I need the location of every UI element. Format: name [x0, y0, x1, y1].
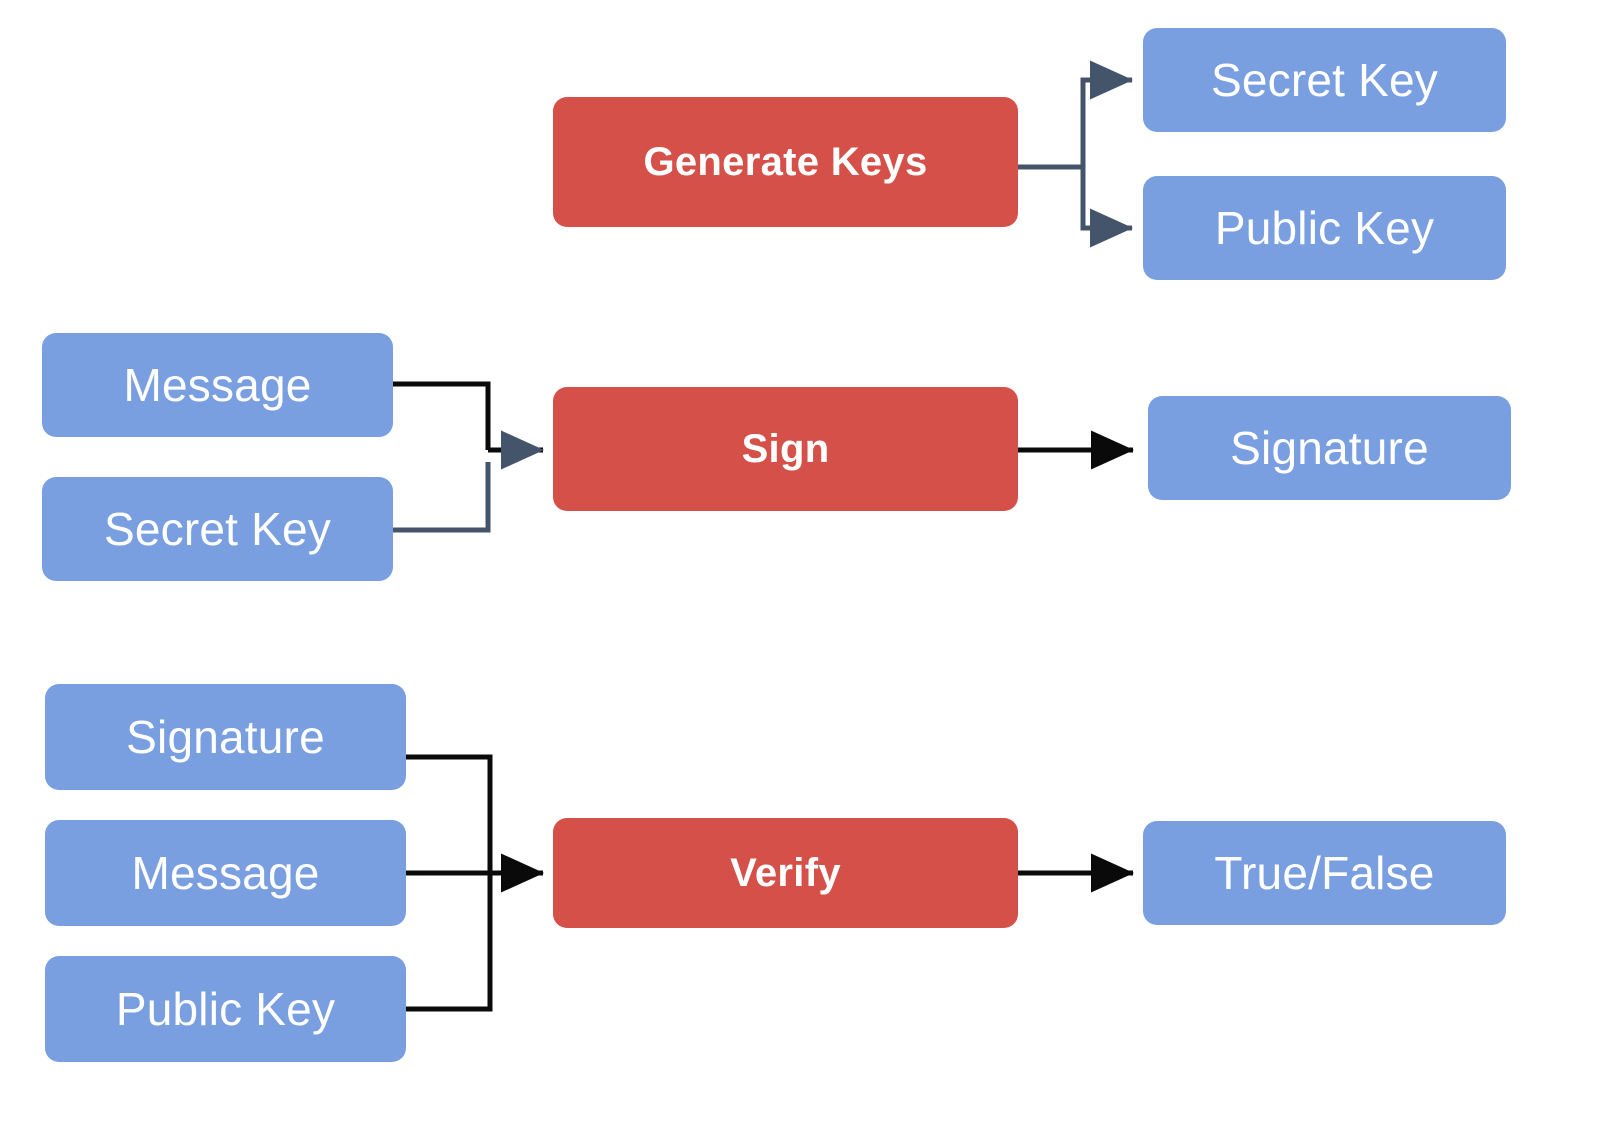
operation-generate-keys-label: Generate Keys [643, 140, 928, 184]
input-verify-public-key[interactable]: Public Key [45, 956, 406, 1062]
output-true-false[interactable]: True/False [1143, 821, 1506, 925]
operation-verify[interactable]: Verify [553, 818, 1018, 928]
input-sign-secret-key-label: Secret Key [104, 502, 331, 555]
output-signature[interactable]: Signature [1148, 396, 1511, 500]
output-signature-label: Signature [1230, 421, 1429, 474]
edge-branch-to-public-key [1080, 167, 1134, 248]
output-secret-key-label: Secret Key [1211, 53, 1438, 106]
input-verify-message-label: Message [131, 846, 320, 899]
operation-verify-label: Verify [730, 851, 841, 895]
output-public-key-label: Public Key [1214, 201, 1435, 254]
operation-generate-keys[interactable]: Generate Keys [553, 97, 1018, 227]
input-sign-message-label: Message [123, 358, 312, 411]
edge-publickey-to-verify-merge [406, 873, 493, 1012]
input-sign-secret-key[interactable]: Secret Key [42, 477, 393, 581]
edge-message-to-sign-merge [393, 381, 491, 450]
output-true-false-label: True/False [1214, 846, 1435, 899]
operation-sign-label: Sign [741, 427, 830, 471]
edge-secretkey-to-sign-merge [393, 462, 491, 533]
edge-signature-to-verify-merge [406, 754, 493, 873]
input-sign-message[interactable]: Message [42, 333, 393, 437]
input-verify-message[interactable]: Message [45, 820, 406, 926]
output-public-key[interactable]: Public Key [1143, 176, 1506, 280]
input-verify-signature[interactable]: Signature [45, 684, 406, 790]
edge-branch-to-secret-key [1080, 60, 1134, 167]
input-verify-public-key-label: Public Key [115, 982, 336, 1035]
output-secret-key[interactable]: Secret Key [1143, 28, 1506, 132]
operation-sign[interactable]: Sign [553, 387, 1018, 511]
input-verify-signature-label: Signature [126, 710, 325, 763]
